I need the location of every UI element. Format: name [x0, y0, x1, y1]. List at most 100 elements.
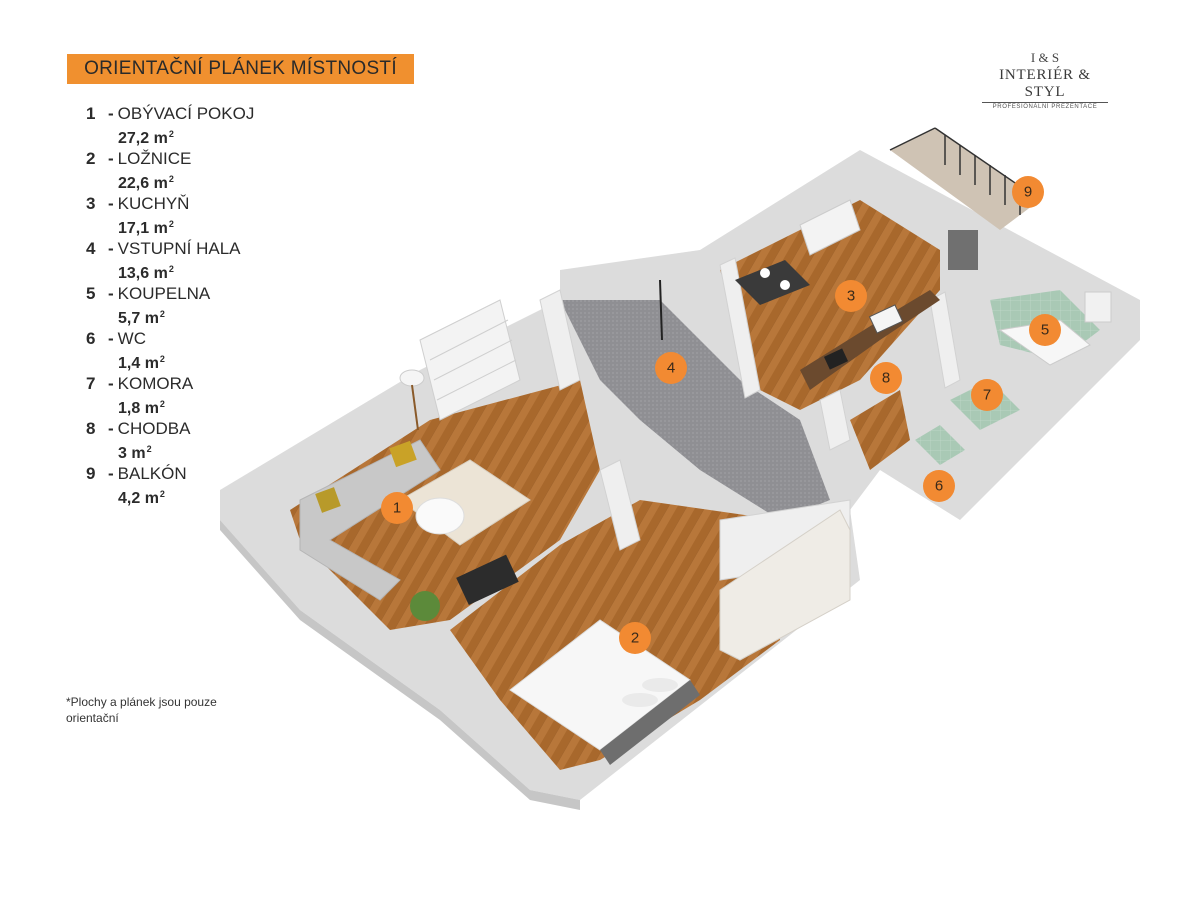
company-logo: I & S INTERIÉR & STYL PROFESIONÁLNÍ PREZ… — [982, 50, 1108, 110]
room-badge-1: 1 — [381, 492, 413, 524]
legend-row: 8-CHODBA — [86, 419, 306, 439]
floor-wc — [915, 425, 965, 465]
tv-unit — [456, 554, 519, 606]
badge-circle — [1012, 176, 1044, 208]
dining-table — [735, 260, 810, 305]
washing-machine — [1084, 291, 1112, 323]
badge-label: 4 — [667, 360, 675, 377]
badge-circle — [619, 622, 651, 654]
bookshelf — [419, 299, 521, 421]
room-area-value: 1,4 m — [118, 355, 159, 372]
cooktop — [868, 304, 904, 334]
legend-row: 2-LOŽNICE — [86, 149, 306, 169]
room-area-unit-sup: 2 — [146, 444, 152, 454]
room-area-unit-sup: 2 — [159, 489, 165, 499]
legend-dash: - — [108, 194, 114, 213]
legend-dash: - — [108, 284, 114, 303]
page-title: ORIENTAČNÍ PLÁNEK MÍSTNOSTÍ — [84, 58, 397, 79]
room-name: LOŽNICE — [117, 149, 192, 168]
floor-entrance-hall — [560, 300, 830, 520]
badge-label: 5 — [1041, 322, 1049, 339]
room-number: 9 — [86, 464, 96, 483]
legend-row: 1-OBÝVACÍ POKOJ — [86, 104, 306, 124]
room-area: 22,6 m2 — [118, 169, 306, 194]
logo-tagline: PROFESIONÁLNÍ PREZENTACE — [992, 104, 1098, 110]
room-area-unit-sup: 2 — [168, 219, 174, 229]
room-area-value: 5,7 m — [118, 310, 159, 327]
badge-label: 6 — [935, 478, 943, 495]
logo-name: INTERIÉR & STYL — [982, 67, 1108, 103]
logo-monogram: I & S — [1030, 50, 1060, 65]
legend-dash: - — [108, 239, 114, 258]
legend-row: 7-KOMORA — [86, 374, 306, 394]
room-area-unit-sup: 2 — [168, 129, 174, 139]
room-name: VSTUPNÍ HALA — [117, 239, 241, 258]
room-badge-8: 8 — [870, 362, 902, 394]
room-area: 1,8 m2 — [118, 394, 306, 419]
room-area-value: 27,2 m — [118, 130, 168, 147]
room-number: 1 — [86, 104, 96, 123]
room-name: OBÝVACÍ POKOJ — [117, 104, 255, 123]
badge-label: 8 — [882, 370, 890, 387]
badge-circle — [1029, 314, 1061, 346]
room-area: 17,1 m2 — [118, 214, 306, 239]
sink — [823, 348, 849, 370]
badge-circle — [971, 379, 1003, 411]
sofa — [299, 439, 441, 601]
room-area: 1,4 m2 — [118, 349, 306, 374]
room-area-unit-sup: 2 — [168, 264, 174, 274]
room-number: 7 — [86, 374, 96, 393]
room-area-value: 17,1 m — [118, 220, 168, 237]
room-area: 5,7 m2 — [118, 304, 306, 329]
badge-circle — [655, 352, 687, 384]
legend-dash: - — [108, 149, 114, 168]
room-badge-4: 4 — [655, 352, 687, 384]
badge-label: 2 — [631, 630, 639, 647]
room-name: KOMORA — [117, 374, 194, 393]
room-badge-5: 5 — [1029, 314, 1061, 346]
room-name: KOUPELNA — [117, 284, 211, 303]
room-area-value: 1,8 m — [118, 400, 159, 417]
room-area-value: 22,6 m — [118, 175, 168, 192]
room-number: 5 — [86, 284, 96, 303]
bed — [509, 619, 700, 765]
room-area: 13,6 m2 — [118, 259, 306, 284]
legend-dash: - — [108, 104, 114, 123]
room-badge-3: 3 — [835, 280, 867, 312]
footnote: *Plochy a plánek jsou pouze orientační — [66, 695, 217, 725]
legend-dash: - — [108, 419, 114, 438]
room-badge-6: 6 — [923, 470, 955, 502]
room-name: CHODBA — [117, 419, 191, 438]
legend-dash: - — [108, 464, 114, 483]
interior-walls — [539, 257, 961, 581]
room-number: 2 — [86, 149, 96, 168]
legend-row: 6-WC — [86, 329, 306, 349]
badge-label: 7 — [983, 387, 991, 404]
room-area-unit-sup: 2 — [159, 309, 165, 319]
legend-row: 3-KUCHYŇ — [86, 194, 306, 214]
room-number: 4 — [86, 239, 96, 258]
room-number: 6 — [86, 329, 96, 348]
fridge — [948, 230, 978, 270]
floor-lamp — [399, 369, 425, 431]
room-area-value: 4,2 m — [118, 490, 159, 507]
room-name: WC — [117, 329, 146, 348]
badge-label: 9 — [1024, 184, 1032, 201]
title-banner: ORIENTAČNÍ PLÁNEK MÍSTNOSTÍ — [67, 54, 414, 84]
room-area: 27,2 m2 — [118, 124, 306, 149]
badge-circle — [835, 280, 867, 312]
badge-label: 3 — [847, 288, 855, 305]
room-badge-2: 2 — [619, 622, 651, 654]
room-number: 8 — [86, 419, 96, 438]
wardrobe — [719, 509, 851, 661]
